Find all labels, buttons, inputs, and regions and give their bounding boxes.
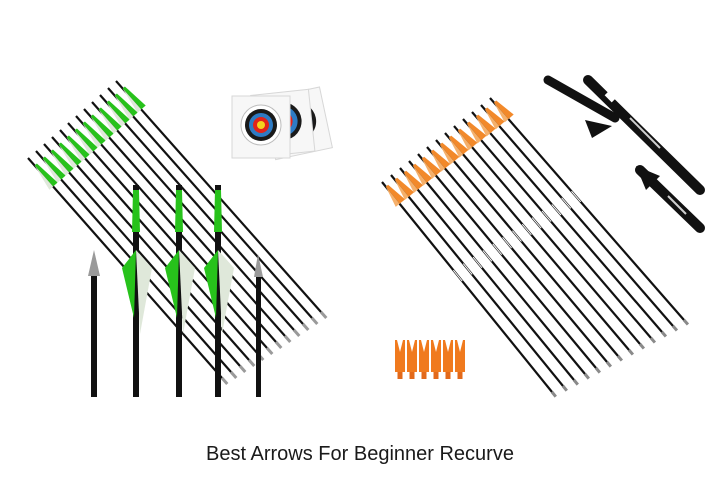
green-arrow [99, 94, 310, 331]
nock [431, 340, 441, 379]
orange-arrow [444, 132, 635, 356]
left-product-image [27, 80, 333, 397]
arrow-tip-closeup [254, 254, 263, 397]
arrow-tip-closeup [88, 250, 100, 397]
orange-arrow [381, 181, 557, 398]
orange-arrow [480, 104, 679, 332]
orange-arrow [390, 174, 568, 392]
orange-arrow [435, 139, 624, 362]
target-face-stack [231, 86, 333, 161]
orange-arrow [489, 97, 690, 326]
orange-arrow [471, 111, 668, 338]
arrow-fletching-closeup [165, 185, 195, 397]
nock [455, 340, 465, 379]
green-arrow [107, 87, 319, 325]
orange-arrow [408, 160, 590, 380]
nock [419, 340, 429, 379]
green-arrow [43, 143, 247, 373]
arrow-fletching-closeup [122, 185, 152, 397]
orange-arrow [462, 118, 657, 344]
green-arrow [83, 108, 292, 343]
shaft-closeup [543, 75, 705, 233]
spare-nocks [395, 340, 465, 379]
green-arrow [67, 122, 274, 355]
orange-fletched-arrow-bundle [381, 97, 690, 398]
right-product-image [381, 75, 705, 398]
nock [443, 340, 453, 379]
close-up-arrows [88, 185, 263, 397]
orange-arrow [399, 167, 579, 386]
arrow-fletching-closeup [204, 185, 234, 397]
nock [407, 340, 417, 379]
image-caption: Best Arrows For Beginner Recurve [206, 443, 514, 465]
orange-arrow [426, 146, 613, 368]
product-scene [27, 75, 705, 398]
nock [395, 340, 405, 379]
orange-arrow [417, 153, 601, 374]
orange-arrow [453, 125, 646, 350]
